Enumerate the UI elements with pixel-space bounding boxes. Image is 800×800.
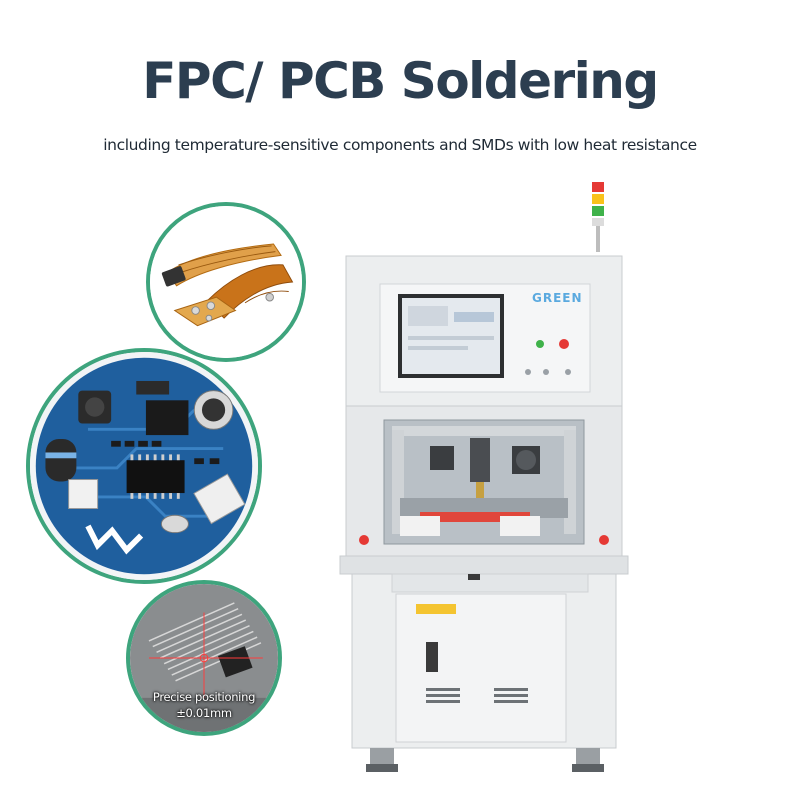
- soldering-machine-image: [330, 176, 630, 780]
- positioning-caption-value: ±0.01mm: [176, 706, 232, 720]
- positioning-image: Precise positioning ±0.01mm: [126, 580, 282, 736]
- pcb-board-image: [26, 348, 262, 584]
- machine-brand-logo: GREEN: [532, 291, 583, 305]
- page-title: FPC/ PCB Soldering: [142, 52, 659, 110]
- fpc-flex-cable-image: [146, 202, 306, 362]
- page-subtitle: including temperature-sensitive componen…: [103, 136, 697, 154]
- positioning-caption-title: Precise positioning: [152, 690, 256, 704]
- signal-tower-icon: [592, 182, 604, 252]
